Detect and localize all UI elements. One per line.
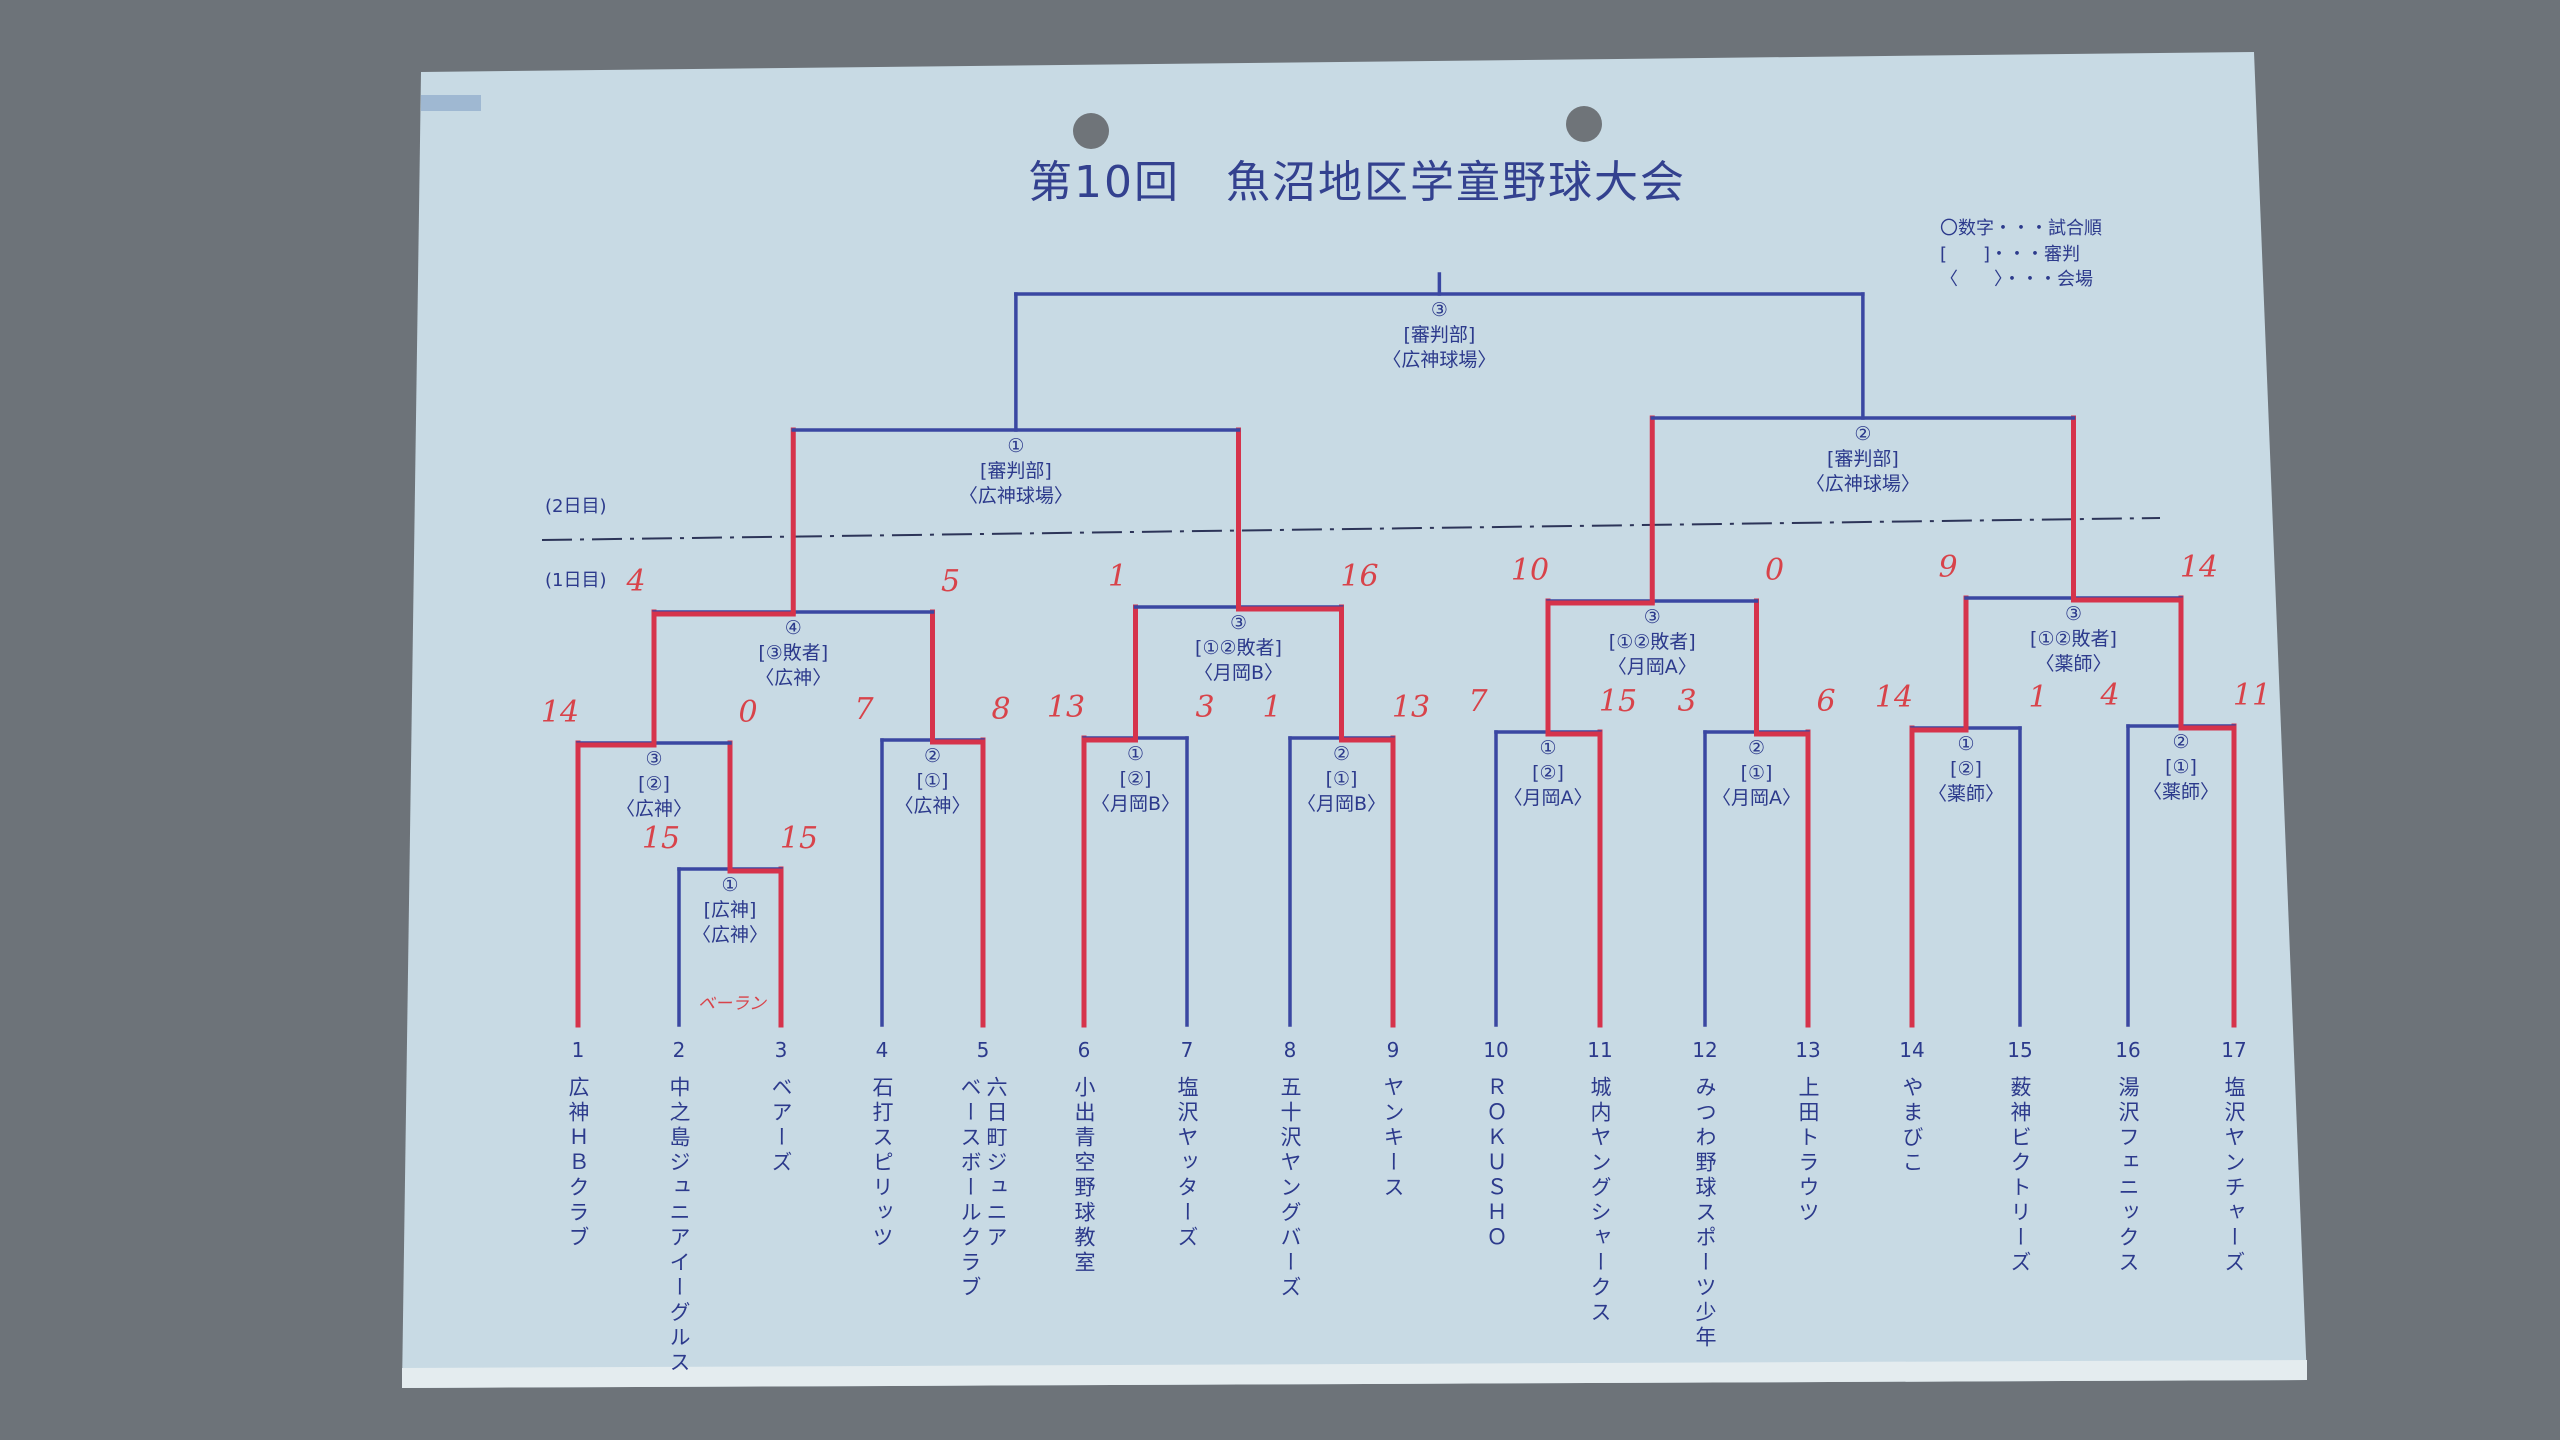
match-label: ③ [①②敗者] 〈薬師〉 [2030,603,2117,675]
team-name: やまびこ [1900,1076,1924,1176]
team-name: ＲＯＫＵＳＨＯ [1484,1076,1508,1251]
score-left: 13 [1046,690,1086,725]
team-number: 14 [1899,1038,1925,1062]
team-number: 15 [2007,1038,2033,1062]
score-right: 5 [940,564,961,599]
bracket-lines [575,272,2237,1028]
match-label: ① [②] 〈月岡B〉 [1090,743,1181,815]
team-number: 13 [1795,1038,1821,1062]
team-number: 6 [1077,1038,1091,1062]
legend-venue: 〈 〉・・・会場 [1940,269,2093,290]
score-right: 0 [738,695,758,730]
score-right: 15 [779,821,819,856]
score-right: 15 [1598,684,1638,719]
team-name: 六日町ジュニア ベースボールクラブ [958,1076,1008,1301]
match-label: ① [広神] 〈広神〉 [691,874,769,946]
match-note: ベーラン [698,994,766,1014]
match-label: ④ [③敗者] 〈広神〉 [755,617,832,689]
team-number: 16 [2115,1038,2141,1062]
team-number: 4 [875,1038,889,1062]
match-label: ② [①] 〈薬師〉 [2142,731,2220,803]
score-left: 7 [854,692,874,727]
team-name: 塩沢ヤンチャーズ [2222,1076,2246,1276]
team-number: 7 [1180,1038,1194,1062]
match-label: ① [②] 〈薬師〉 [1927,733,2005,805]
team-name: 石打スピリッツ [870,1076,894,1251]
match-label: ② [①] 〈月岡B〉 [1296,743,1387,815]
match-label: ① [②] 〈月岡A〉 [1503,737,1593,809]
score-right: 6 [1816,684,1836,719]
team-number: 11 [1587,1038,1613,1062]
team-number: 10 [1483,1038,1509,1062]
score-left: 10 [1510,553,1550,588]
score-left: 7 [1468,684,1488,719]
legend-umpire: [ ]・・・審判 [1940,244,2081,265]
score-left: 4 [626,564,646,599]
paper-bottom-edge [402,1360,2307,1388]
match-label: ② [①] 〈広神〉 [894,745,971,817]
score-left: 9 [1938,550,1958,585]
team-name: みつわ野球スポーツ少年 [1693,1076,1717,1351]
team-name: ヤンキース [1381,1076,1405,1201]
team-number: 8 [1283,1038,1297,1062]
team-number: 1 [571,1038,585,1062]
team-name: 五十沢ヤングバーズ [1278,1076,1302,1301]
match-label: ① [審判部] 〈広神球場〉 [958,435,1073,507]
team-name: 塩沢ヤッターズ [1175,1076,1199,1251]
score-right: 1 [2028,680,2048,715]
team-name: 中之島ジュニアイーグルス [667,1076,691,1376]
page-title: 第10回 魚沼地区学童野球大会 [1028,157,1686,208]
score-right: 14 [2179,550,2219,585]
team-number: 9 [1386,1038,1400,1062]
score-left: 15 [641,821,681,856]
score-right: 11 [2232,678,2272,713]
score-left: 1 [1107,559,1128,594]
legend-order: 〇数字・・・試合順 [1940,218,2102,239]
team-name: 広神ＨＢクラブ [566,1076,590,1251]
punch-hole [1073,113,1109,149]
team-number: 17 [2221,1038,2247,1062]
match-label: ② [審判部] 〈広神球場〉 [1805,423,1920,495]
score-left: 14 [1874,680,1914,715]
team-name: 湯沢フェニックス [2116,1076,2140,1276]
team-number: 12 [1692,1038,1718,1062]
day-divider-line [541,517,2161,541]
paper-sheet [402,52,2307,1388]
score-right: 13 [1391,690,1431,725]
score-left: 4 [2100,678,2120,713]
score-right: 8 [991,692,1011,727]
match-label: ② [①] 〈月岡A〉 [1712,737,1801,809]
punch-hole [1566,106,1602,142]
score-left: 14 [540,695,580,730]
team-name: 小出青空野球教室 [1072,1076,1096,1276]
tape-mark [421,95,481,111]
team-name: 城内ヤングシャークス [1588,1076,1612,1326]
match-label: ③ [審判部] 〈広神球場〉 [1382,299,1497,371]
score-right: 3 [1195,690,1215,725]
match-label: ③ [①②敗者] 〈月岡B〉 [1193,612,1284,684]
team-number: 2 [672,1038,686,1062]
match-label: ③ [②] 〈広神〉 [615,748,693,820]
team-number: 5 [976,1038,990,1062]
score-right: 16 [1340,559,1379,594]
score-left: 1 [1262,690,1282,725]
team-name: 薮神ビクトリーズ [2008,1076,2032,1276]
team-number: 3 [774,1038,788,1062]
day2-label: (2日目) [545,496,607,517]
team-name: ベアーズ [769,1076,793,1176]
team-name: 上田トラウツ [1796,1076,1820,1226]
match-label: ③ [①②敗者] 〈月岡A〉 [1607,606,1697,678]
score-left: 3 [1677,684,1697,719]
day1-label: (1日目) [545,570,607,591]
score-right: 0 [1764,553,1785,588]
